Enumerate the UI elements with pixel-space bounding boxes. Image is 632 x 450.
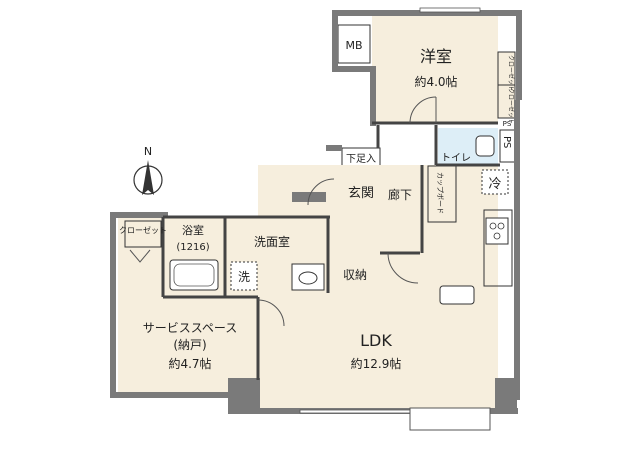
washer-space [230,261,258,291]
service-size: 約4.7帖 [168,356,211,371]
service-name: サービススペース [143,321,238,335]
western-room-name: 洋室 [420,47,452,66]
cooktop [485,217,509,245]
western-room [372,15,498,123]
kitchen-sink [439,285,475,305]
kitchen-counter [483,209,513,287]
ps-side-label: PS [501,136,512,148]
closet-service-label: クローゼット [119,225,167,235]
fridge-label: 冷 [488,177,501,192]
mb-label: MB [345,39,362,52]
fridge-box [481,169,509,195]
vanity [291,263,325,291]
closet-service-box [124,220,162,248]
storage-label: 収納 [343,268,367,282]
toilet-label: トイレ [441,153,471,164]
cupboard-label: カップボード [436,172,444,214]
cupboard-box [427,165,457,223]
bath-name: 浴室 [182,223,204,237]
closet-western-label-1: クローゼット [507,55,515,91]
hallway-label: 廊下 [388,187,412,202]
ldk-size: 約12.9帖 [351,356,402,371]
geta-label: 下足入 [346,153,376,165]
ldk-name: LDK [360,331,392,350]
entrance-label: 玄関 [348,186,374,201]
bath-size: (1216) [176,242,209,253]
north-label: N [144,145,152,158]
closet-western-label-2: クローゼット [507,88,515,124]
service-notch [118,297,258,377]
toilet-bowl [475,135,495,157]
bathtub [169,259,219,291]
washroom-label: 洗面室 [254,234,290,249]
service-sub: (納戸) [173,338,206,352]
western-room-size: 約4.0帖 [414,74,457,89]
washer-label: 洗 [238,270,250,284]
ps-top-label: PS [503,120,512,128]
north-compass: N [133,145,163,195]
